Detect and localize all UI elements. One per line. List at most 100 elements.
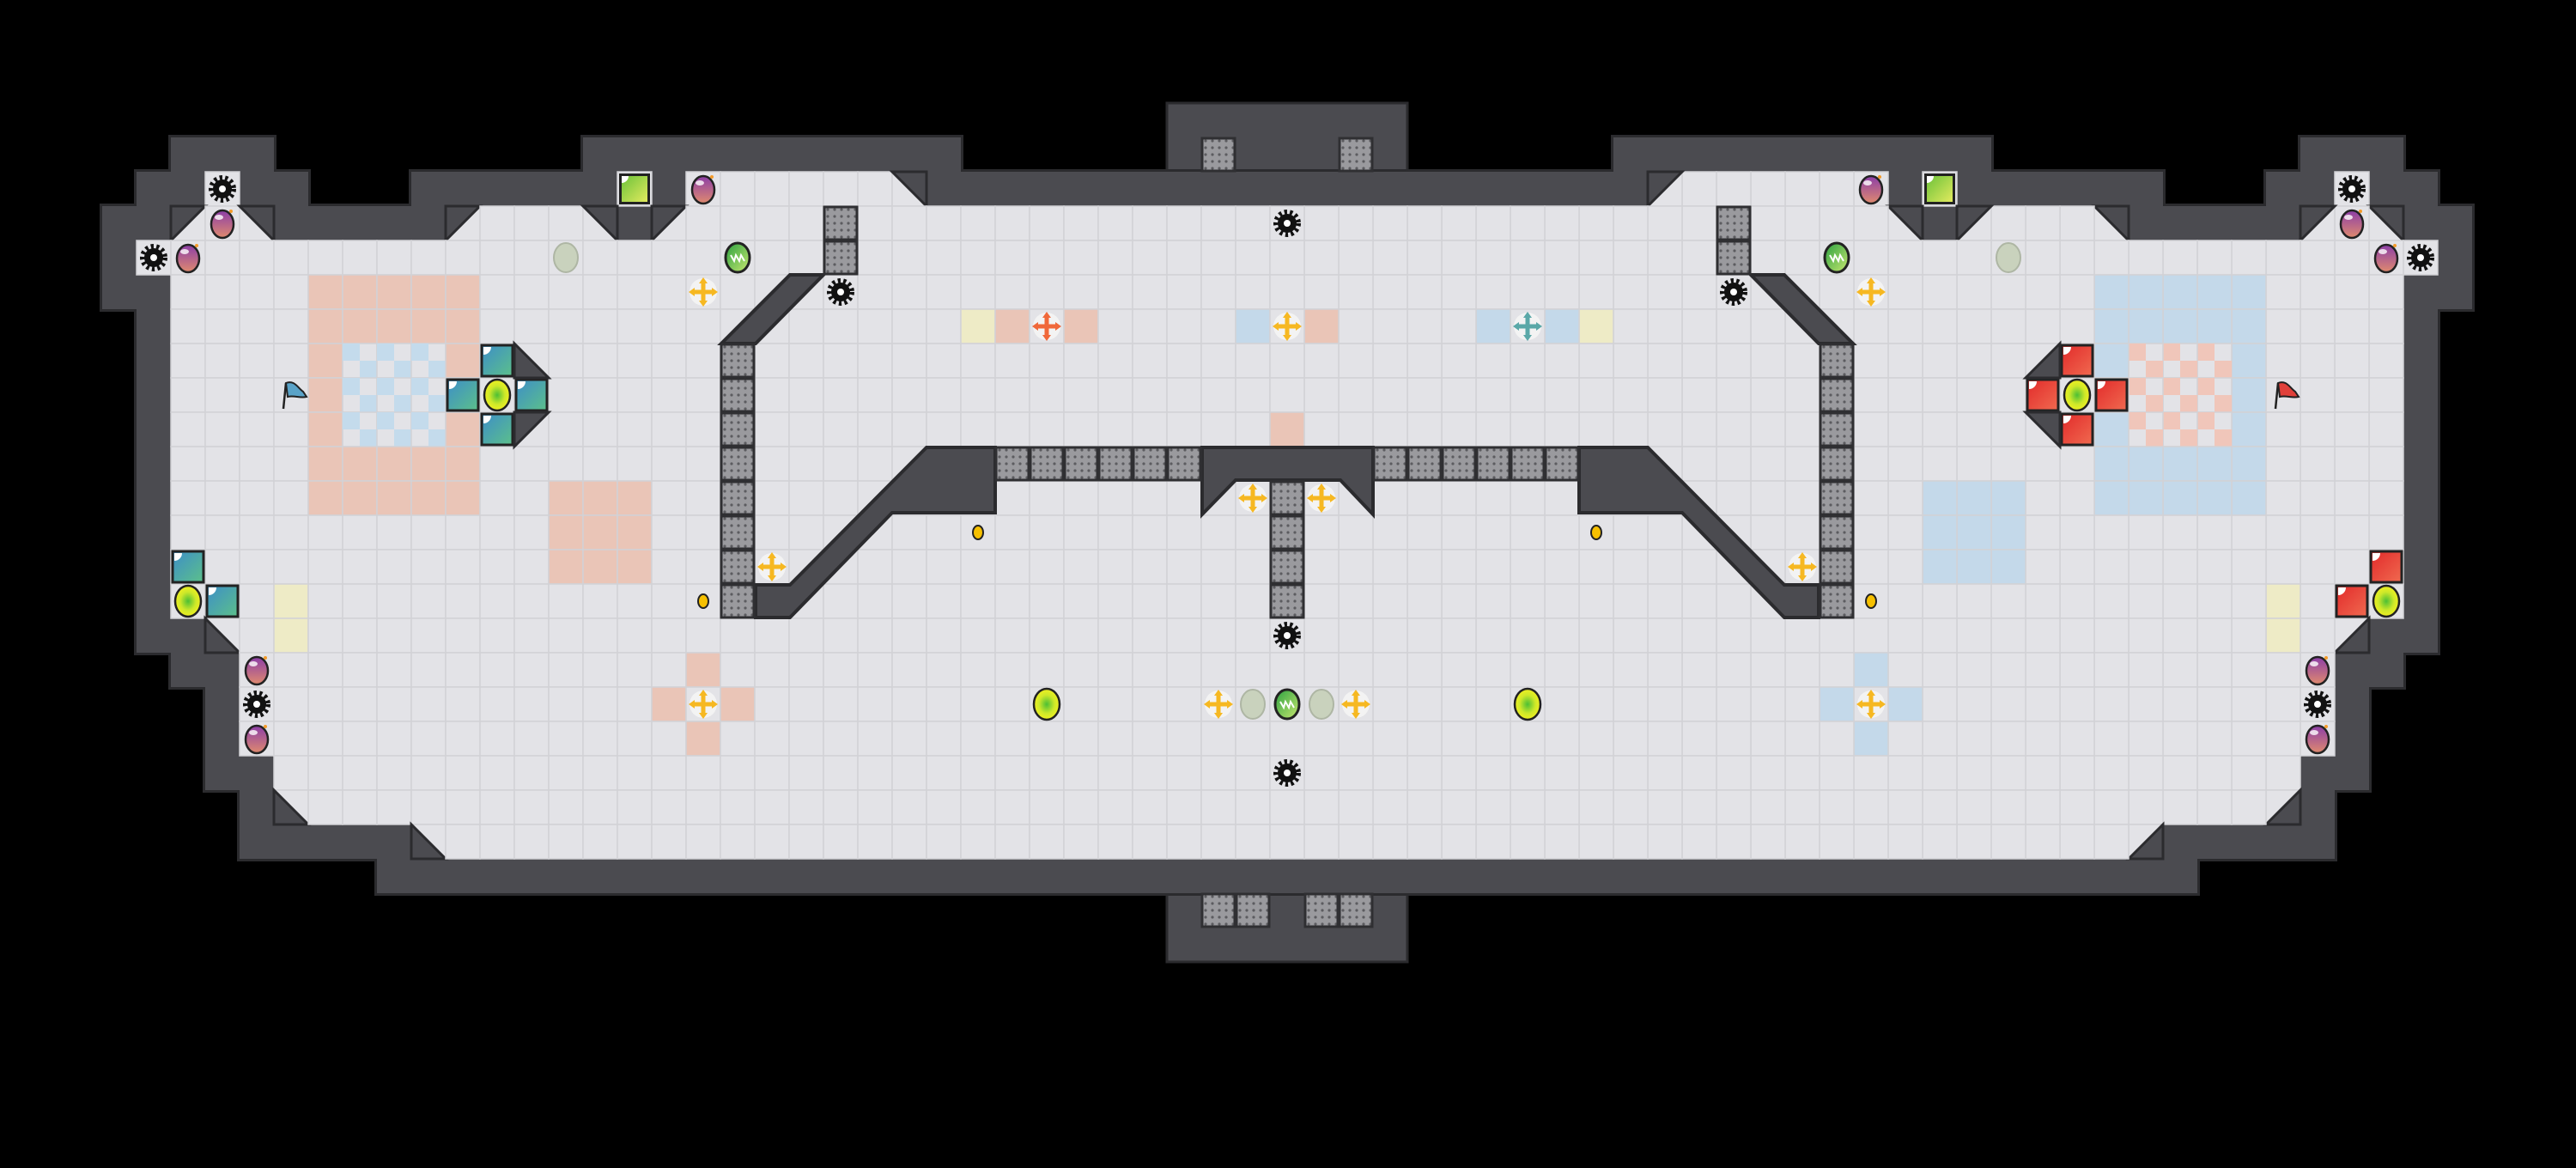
floor-tile: [2231, 755, 2267, 791]
team-zone-tile: [445, 274, 481, 310]
floor-tile: [960, 583, 996, 619]
floor-tile: [1544, 824, 1580, 860]
boost-arrowhead: [1856, 700, 1862, 709]
floor-tile: [1200, 240, 1236, 276]
boost-arrow-h: [1861, 702, 1881, 707]
team-zone-tile: [1853, 721, 1889, 757]
floor-tile: [1922, 721, 1958, 757]
floor-tile: [445, 755, 481, 791]
floor-tile: [1716, 617, 1752, 654]
floor-tile: [1303, 617, 1340, 654]
floor-tile: [685, 377, 721, 413]
floor-tile: [2025, 308, 2061, 344]
floor-tile: [1990, 377, 2026, 413]
floor-tile: [1029, 514, 1065, 551]
boost-arrowhead: [768, 552, 776, 558]
floor-tile: [2231, 652, 2267, 688]
endzone-checker: [411, 412, 428, 429]
team-zone-tile: [548, 514, 584, 551]
floor-tile: [1338, 411, 1374, 447]
spike-hole: [2417, 254, 2424, 261]
floor-tile: [1063, 343, 1099, 379]
boost-icon: [1238, 484, 1267, 513]
floor-tile: [548, 721, 584, 757]
team-zone-tile: [376, 274, 412, 310]
gate-tile: [1510, 446, 1546, 482]
wall-tile: [2369, 172, 2403, 206]
wall-tile: [137, 584, 171, 618]
wall-tile: [823, 137, 858, 172]
floor-tile: [1784, 652, 1820, 688]
bomb-fuse: [2324, 725, 2328, 728]
floor-tile: [1750, 377, 1786, 413]
floor-tile: [1200, 755, 1236, 791]
floor-tile: [582, 721, 618, 757]
floor-tile: [513, 274, 550, 310]
floor-tile: [651, 274, 687, 310]
bomb-shine: [249, 661, 258, 666]
floor-tile: [1303, 343, 1340, 379]
team-zone-tile: [273, 617, 309, 654]
floor-tile: [1956, 240, 1992, 276]
floor-tile: [2334, 308, 2370, 344]
yellow-orb-icon: [2063, 378, 2092, 412]
floor-tile: [2059, 446, 2095, 482]
gate-tile: [1819, 514, 1855, 551]
wall-tile: [1579, 172, 1613, 206]
floor-tile: [410, 514, 447, 551]
boost-arrow-h: [1311, 496, 1332, 501]
floor-tile: [1235, 824, 1271, 860]
floor-tile: [1303, 789, 1340, 825]
portal-icon: [1924, 173, 1955, 204]
floor-tile: [2265, 274, 2301, 310]
floor-tile: [891, 549, 927, 585]
floor-tile: [857, 721, 893, 757]
wall-tile: [446, 859, 480, 893]
floor-tile: [857, 789, 893, 825]
floor-tile: [1372, 686, 1408, 722]
wall-tile: [1888, 172, 1923, 206]
floor-tile: [1166, 411, 1202, 447]
floor-tile: [1372, 789, 1408, 825]
team-block-body: [2060, 412, 2094, 447]
floor-tile: [754, 205, 790, 241]
floor-tile: [1544, 652, 1580, 688]
floor-tile: [1166, 824, 1202, 860]
wall-tile: [1648, 859, 1682, 893]
yellow-orb-icon: [1513, 687, 1542, 721]
floor-tile: [1029, 377, 1065, 413]
wall-tile: [1098, 859, 1133, 893]
endzone-checker: [2215, 395, 2232, 412]
floor-tile: [1235, 514, 1271, 551]
floor-tile: [1887, 514, 1923, 551]
wall-tile: [205, 756, 240, 790]
floor-tile: [445, 549, 481, 585]
team-zone-tile: [2162, 480, 2198, 516]
floor-tile: [239, 411, 275, 447]
team-block-shine: [449, 381, 457, 389]
blue-flag-icon[interactable]: [282, 381, 308, 410]
red-flag-icon[interactable]: [2274, 381, 2300, 410]
spike-teeth: [140, 244, 167, 271]
wall-tile: [205, 687, 240, 721]
team-block-shine: [2063, 347, 2071, 355]
floor-tile: [1956, 755, 1992, 791]
boost-arrowhead: [1227, 700, 1233, 709]
floor-tile: [239, 274, 275, 310]
base-diagonal-wall: [513, 411, 552, 450]
floor-tile: [2231, 514, 2267, 551]
floor-tile: [1681, 652, 1717, 688]
team-zone-tile: [994, 308, 1030, 344]
floor-tile: [479, 721, 515, 757]
floor-tile: [823, 755, 859, 791]
bomb-fuse: [1878, 175, 1881, 179]
floor-tile: [651, 652, 687, 688]
wall-tile: [2438, 275, 2472, 309]
spike-hole: [253, 701, 260, 708]
floor-tile: [513, 549, 550, 585]
floor-tile: [1338, 721, 1374, 757]
floor-tile: [1166, 377, 1202, 413]
wall-tile: [240, 824, 274, 859]
